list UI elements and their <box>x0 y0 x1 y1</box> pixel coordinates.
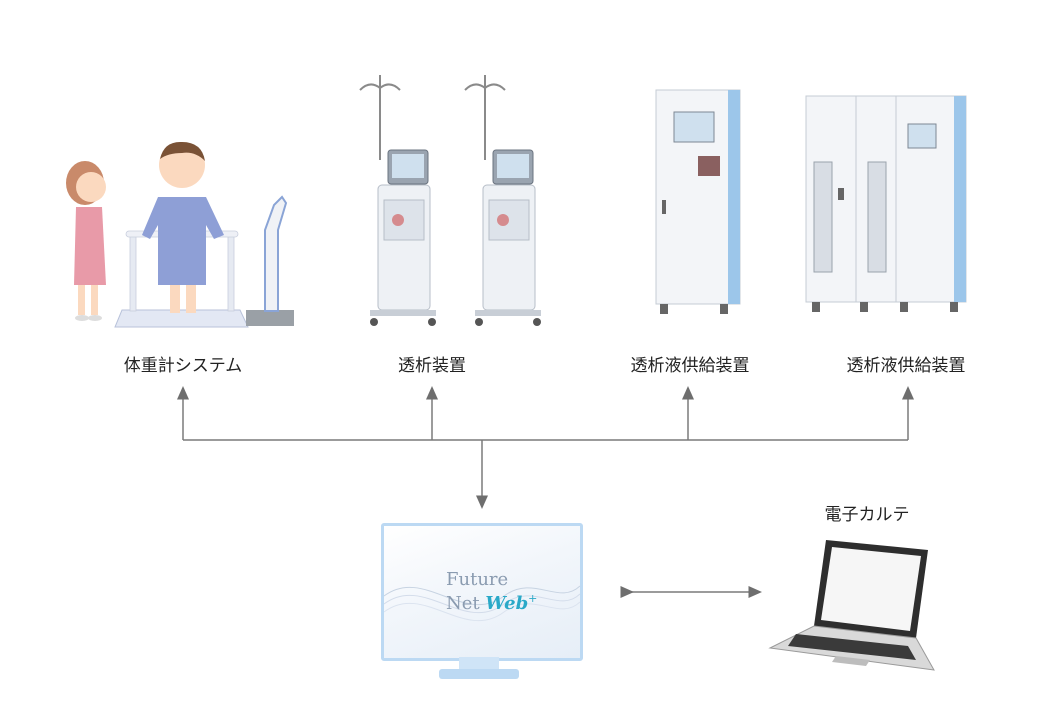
ehr-label: 電子カルテ <box>824 505 910 525</box>
dialysate-supply-cabinet-icon <box>805 95 967 312</box>
dialysis-machine-icon <box>464 75 541 326</box>
monitor-stand <box>439 669 519 679</box>
weight-system-illustration <box>66 141 294 328</box>
dialysis-unit-label: 透析装置 <box>398 356 466 376</box>
kiosk-terminal-icon <box>246 195 294 326</box>
dialysate-supply-1-label: 透析液供給装置 <box>630 356 750 376</box>
logo-line-2: Net Web+ <box>446 589 537 613</box>
laptop-icon <box>768 540 935 671</box>
monitor-neck <box>459 657 499 671</box>
logo-plus: + <box>528 592 538 605</box>
dialysate-supply-cabinet-icon <box>655 89 741 314</box>
logo-web: Web <box>485 593 529 614</box>
dialysate-supply-2-label: 透析液供給装置 <box>846 356 966 376</box>
child-figure-icon <box>66 161 106 321</box>
dialysis-unit-illustration <box>359 75 541 326</box>
dialysate-supply-2-illustration <box>805 95 967 312</box>
monitor-screen: Future Net Web+ <box>381 523 583 661</box>
wave-pattern-icon <box>384 585 580 622</box>
logo-net: Net <box>446 593 480 614</box>
dialysis-machine-icon <box>359 75 436 326</box>
logo-line-1: Future <box>446 569 509 590</box>
patient-figure-icon <box>142 141 224 313</box>
dialysate-supply-1-illustration <box>655 89 741 314</box>
server-monitor-icon: Future Net Web+ <box>381 523 583 683</box>
weight-system-label: 体重計システム <box>123 356 243 376</box>
